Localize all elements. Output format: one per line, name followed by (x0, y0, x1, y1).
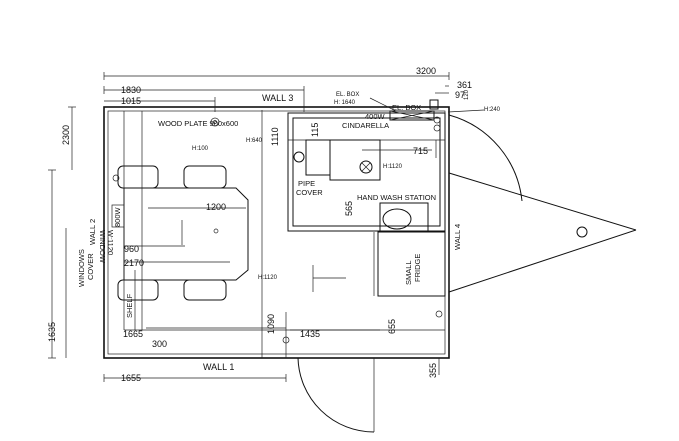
h1640-label: H: 1640 (334, 100, 356, 106)
wall2-label: WALL 2 (88, 219, 97, 245)
dim-1110: 1110 (270, 127, 280, 146)
dim-1015: 1015 (121, 96, 141, 106)
dimension-lines-top (103, 72, 450, 112)
hand-wash-station-label: HAND WASH STATION (357, 193, 436, 202)
dim-300: 300 (152, 339, 167, 349)
small-fridge-label-2: FRIDGE (413, 254, 422, 282)
w800-label: 800W (113, 206, 122, 227)
wall1-door (297, 357, 375, 433)
dim-565: 565 (344, 201, 354, 216)
el-box-label-2: EL. BOX (392, 103, 421, 112)
cindarella-label: CINDARELLA (342, 121, 389, 130)
h1120-label-b: H:1120 (258, 275, 278, 281)
dim-total-width: 3200 (416, 66, 436, 76)
dimension-lines-left (48, 106, 76, 359)
wall1-label: WALL 1 (203, 362, 234, 372)
small-fridge-label-1: SMALL (404, 260, 413, 285)
wall3-label: WALL 3 (262, 93, 293, 103)
dimension-lines-bottom (103, 358, 440, 382)
h240-label: H:240 (484, 107, 501, 113)
dim-2300: 2300 (61, 125, 71, 145)
dim-120: 120 (464, 89, 470, 100)
dim-1830: 1830 (121, 85, 141, 95)
dim-1090: 1090 (266, 314, 276, 334)
dim-1635: 1635 (47, 322, 57, 342)
dim-1655: 1655 (121, 373, 141, 383)
dim-97: 97 (455, 90, 465, 100)
el-box-label: EL. BOX (336, 92, 359, 98)
dim-960: 960 (124, 244, 139, 254)
wood-plate-label: WOOD PLATE 900x600 (158, 119, 238, 128)
dim-1435: 1435 (300, 329, 320, 339)
dim-2170: 2170 (124, 258, 144, 268)
windows-cover-label-2: COVER (86, 253, 95, 280)
pipe-label: PIPE (298, 179, 315, 188)
dim-355: 355 (428, 363, 438, 378)
wall4-door (448, 114, 637, 293)
shelf-label: SHELF (125, 293, 134, 318)
h1120-label-a: H:1120 (383, 164, 403, 170)
w400-label: 400W (365, 112, 386, 121)
windows-cover-label-1: WINDOWS (77, 249, 86, 287)
dim-715: 715 (413, 146, 428, 156)
h100-label: H:100 (192, 146, 209, 152)
window-label-1: WINDOW (98, 230, 107, 264)
window-label-2: W:1120 (106, 230, 115, 255)
dim-655: 655 (387, 319, 397, 334)
cover-label: COVER (296, 188, 323, 197)
dim-1665: 1665 (123, 329, 143, 339)
dim-1200: 1200 (206, 202, 226, 212)
interior-partitions (111, 97, 485, 358)
dim-115: 115 (310, 123, 320, 137)
dim-361: 361 (457, 80, 472, 90)
table-with-chairs (117, 165, 249, 301)
h640-label: H:640 (246, 138, 263, 144)
wall4-label: WALL 4 (453, 224, 462, 250)
